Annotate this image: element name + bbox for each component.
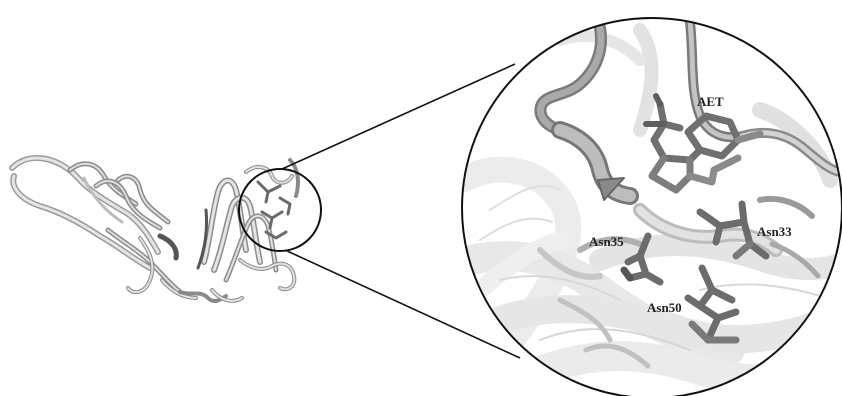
label-asn35: Asn35 (589, 234, 624, 249)
protein-domain-right (198, 160, 298, 301)
binding-site-sticks-overview (258, 182, 290, 238)
label-asn33: Asn33 (757, 224, 792, 239)
label-asn50: Asn50 (647, 300, 682, 315)
protein-domain-left (12, 158, 196, 298)
protein-overview (12, 158, 298, 301)
zoom-inset (462, 18, 842, 396)
label-aet: AET (697, 94, 724, 109)
